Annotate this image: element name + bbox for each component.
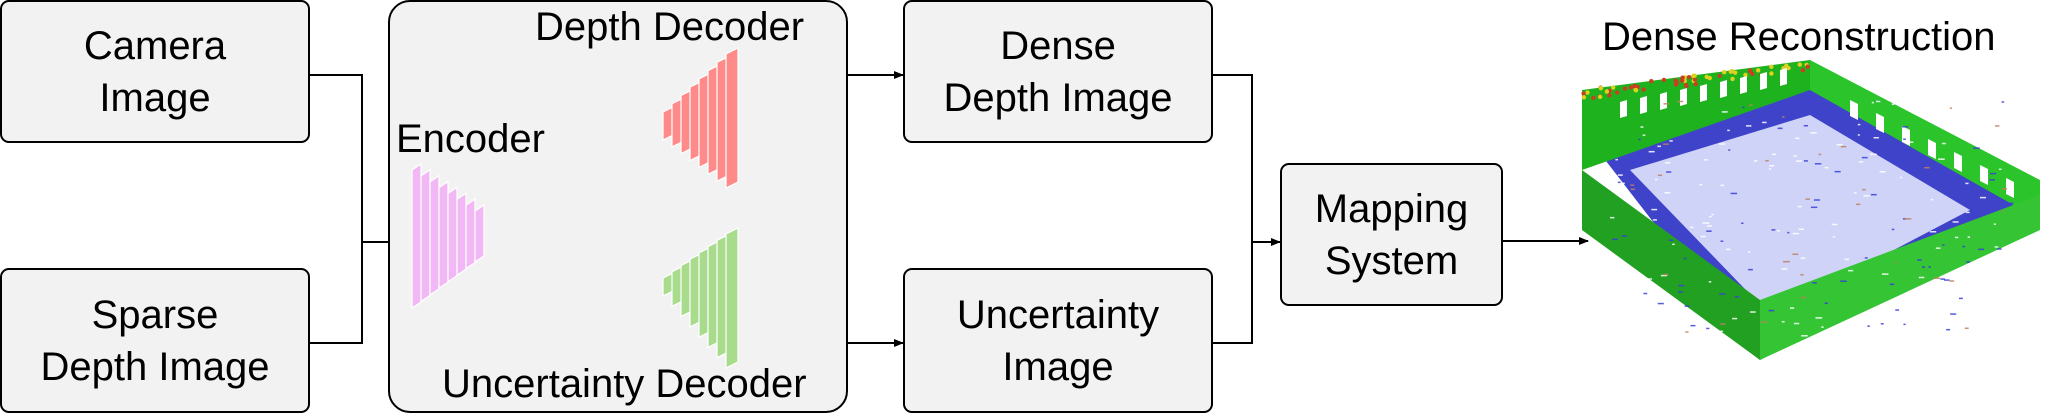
encoder-layer [420, 168, 431, 303]
camera-image-label-line1: Camera [83, 23, 227, 68]
camera-to-encoder-line [308, 74, 363, 242]
depth-decoder-label: Depth Decoder [535, 5, 805, 49]
encoder-layer [474, 203, 485, 264]
network-group-box [388, 0, 848, 413]
sparse-depth-label-line2: Depth Image [40, 344, 270, 389]
dense-depth-label-line1: Dense [1000, 23, 1116, 68]
encoder-layer [465, 198, 476, 270]
uncertainty-image-box: Uncertainty Image [903, 268, 1213, 413]
dense-to-mapping-line [1212, 74, 1253, 242]
camera-image-label-line2: Image [99, 75, 211, 120]
dense-depth-label-line2: Depth Image [943, 75, 1173, 120]
encoder-layer [447, 186, 458, 283]
sparse-to-encoder-line [308, 242, 363, 344]
encoder-layer [411, 162, 422, 310]
encoder-layer [438, 180, 449, 290]
sparse-depth-label-line1: Sparse [91, 292, 219, 337]
uncertainty-decoder-layers [662, 227, 739, 369]
encoder-label: Encoder [396, 117, 545, 161]
mapping-system-label-line1: Mapping [1314, 186, 1469, 231]
depth-decoder-layer [725, 47, 739, 189]
encoder-layer [456, 192, 467, 277]
uncertainty-image-label-line1: Uncertainty [956, 292, 1160, 337]
mapping-system-box: Mapping System [1280, 163, 1503, 306]
mapping-system-label-line2: System [1324, 238, 1459, 283]
depth-decoder-layers [662, 47, 739, 189]
uncertainty-image-label-line2: Image [1002, 344, 1114, 389]
dense-reconstruction-image [1581, 60, 2040, 360]
dense-depth-image-box: Dense Depth Image [903, 0, 1213, 143]
encoder-layers [411, 162, 485, 310]
uncertainty-decoder-label: Uncertainty Decoder [442, 362, 807, 406]
uncertainty-decoder-layer [725, 227, 739, 369]
sparse-depth-image-box: Sparse Depth Image [0, 268, 310, 413]
dense-reconstruction-title: Dense Reconstruction [1602, 15, 1996, 59]
camera-image-box: Camera Image [0, 0, 310, 143]
encoder-layer [429, 174, 440, 296]
uncertainty-to-mapping-line [1212, 242, 1253, 344]
